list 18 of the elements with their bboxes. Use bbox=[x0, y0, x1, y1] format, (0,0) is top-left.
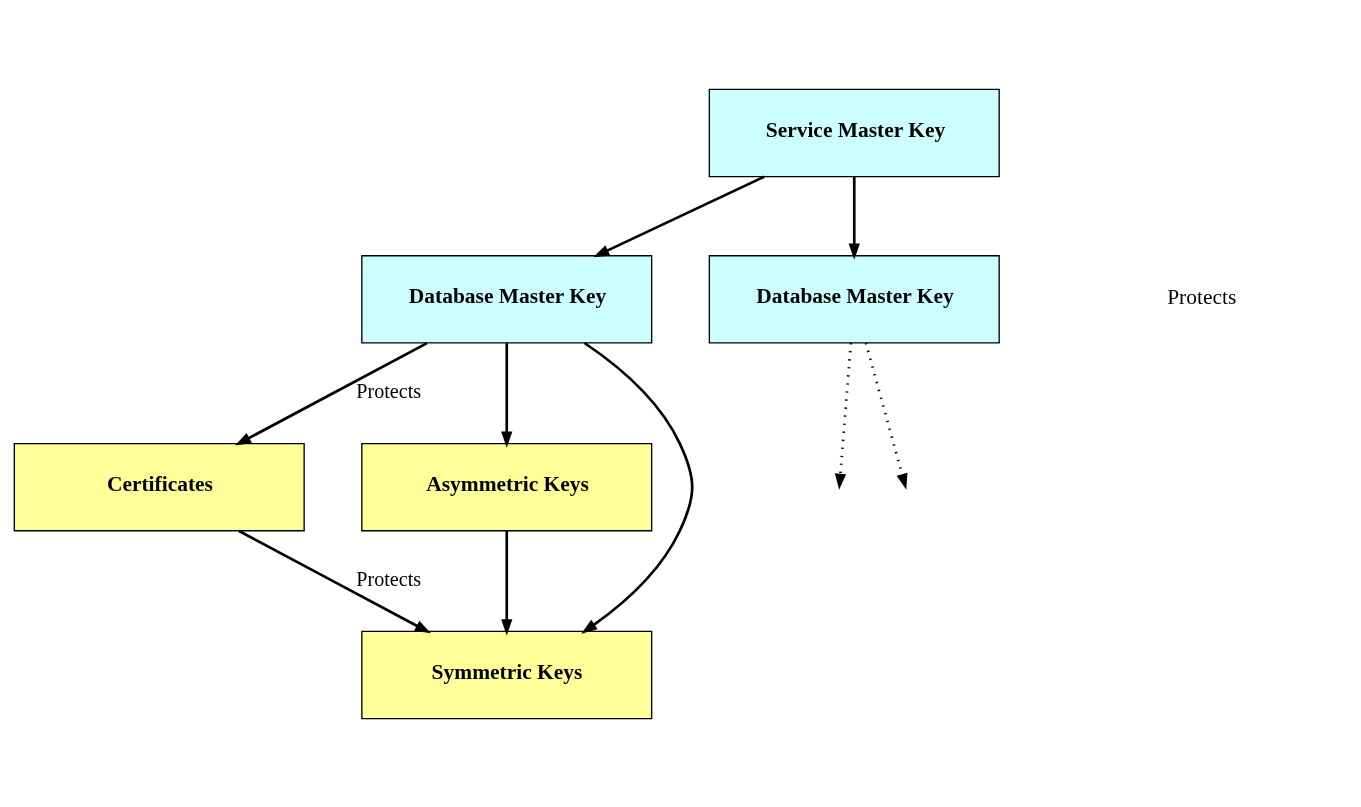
arrow bbox=[501, 530, 513, 635]
label: Protects bbox=[1167, 284, 1237, 309]
node-box: Symmetric Keys bbox=[361, 630, 653, 719]
edge-label: Protects bbox=[356, 379, 422, 402]
arrow bbox=[834, 342, 853, 490]
arrow bbox=[864, 342, 908, 490]
arrow bbox=[238, 529, 431, 633]
arrow bbox=[848, 176, 860, 260]
arrow bbox=[581, 341, 694, 634]
node-box: Certificates bbox=[13, 442, 305, 531]
node-box: Service Master Key bbox=[708, 88, 1000, 177]
edge-label: Protects bbox=[356, 567, 422, 590]
node-box: Database Master Key bbox=[708, 254, 1000, 344]
node-box: Database Master Key bbox=[361, 254, 653, 344]
arrow bbox=[501, 342, 513, 448]
node-box: Asymmetric Keys bbox=[361, 442, 653, 531]
arrow bbox=[235, 341, 428, 445]
arrow bbox=[593, 174, 765, 257]
